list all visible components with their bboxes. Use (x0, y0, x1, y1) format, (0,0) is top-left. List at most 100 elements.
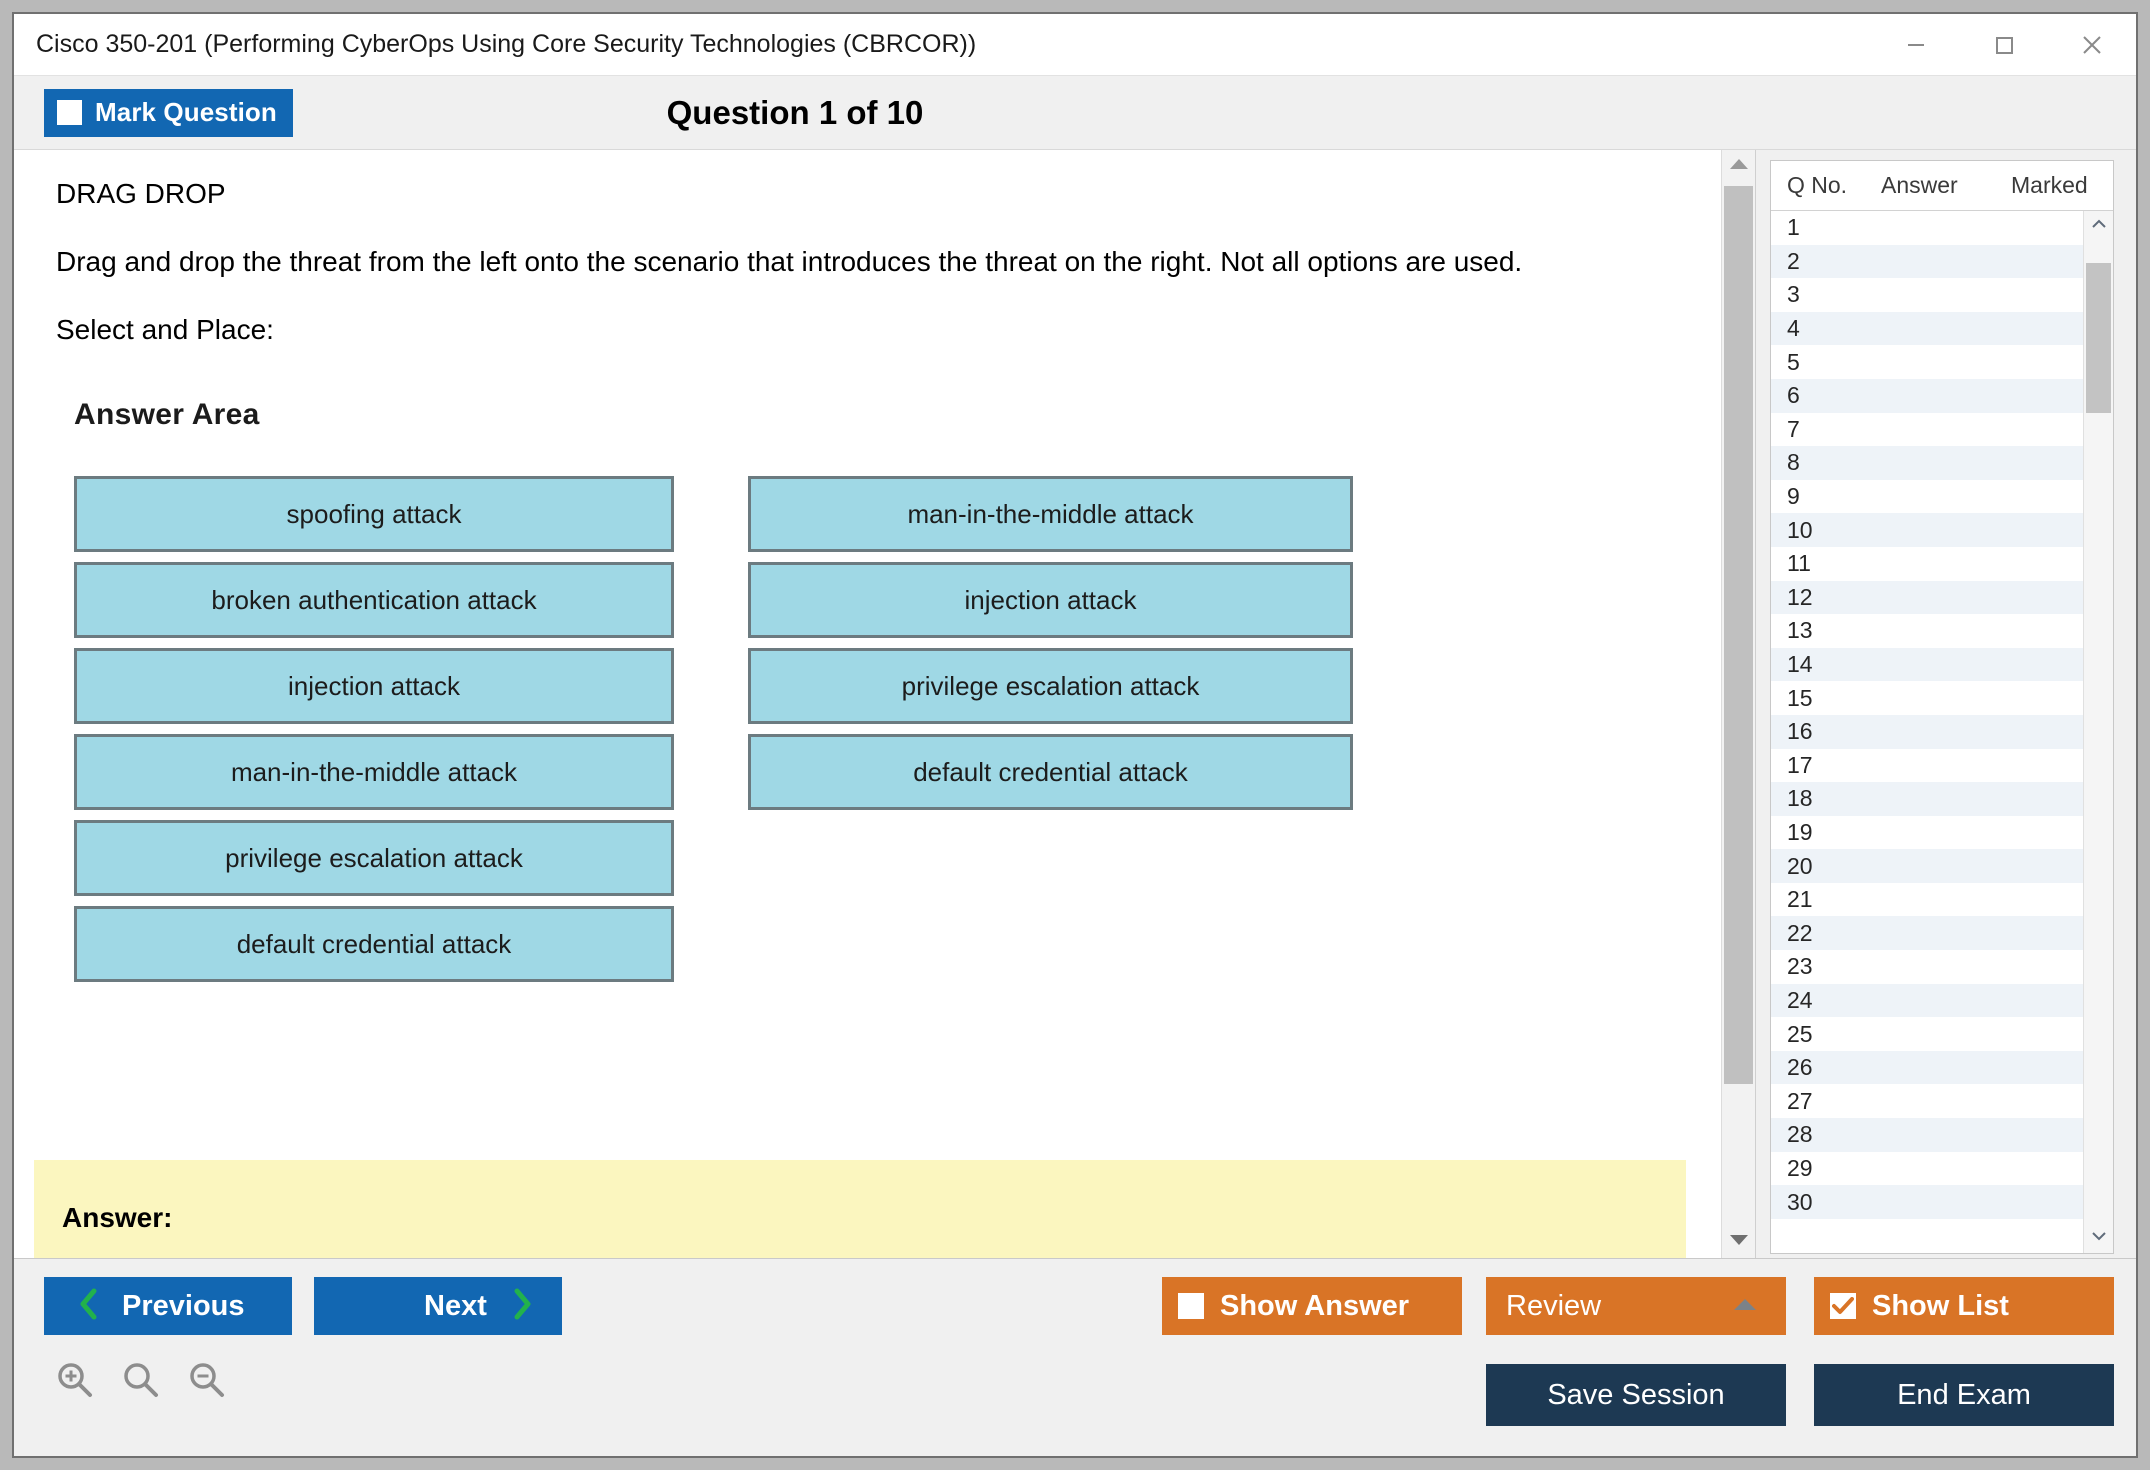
question-list-row[interactable]: 10 (1771, 513, 2083, 547)
row-question-number: 20 (1787, 852, 1813, 879)
question-list-row[interactable]: 20 (1771, 849, 2083, 883)
window-controls (1872, 14, 2136, 75)
row-question-number: 7 (1787, 415, 1800, 442)
row-question-number: 13 (1787, 617, 1813, 644)
drag-option[interactable]: injection attack (74, 648, 674, 724)
minimize-icon (1901, 30, 1931, 60)
list-scroll-up-button[interactable] (2084, 211, 2113, 241)
question-list-row[interactable]: 6 (1771, 378, 2083, 413)
drop-target[interactable]: injection attack (748, 562, 1353, 638)
chevron-down-icon (1729, 1233, 1749, 1252)
question-list-row[interactable]: 19 (1771, 815, 2083, 850)
show-answer-button[interactable]: Show Answer (1162, 1277, 1462, 1335)
minimize-button[interactable] (1872, 14, 1960, 75)
question-content: DRAG DROP Drag and drop the threat from … (14, 150, 1721, 1258)
previous-button[interactable]: Previous (44, 1277, 292, 1335)
content-scroll-thumb[interactable] (1724, 186, 1753, 1084)
drag-option[interactable]: spoofing attack (74, 476, 674, 552)
drag-option[interactable]: privilege escalation attack (74, 820, 674, 896)
review-dropdown-button[interactable]: Review (1486, 1277, 1786, 1335)
answer-banner: Answer: (34, 1160, 1686, 1258)
question-list-row[interactable]: 27 (1771, 1084, 2083, 1119)
row-question-number: 28 (1787, 1121, 1813, 1148)
content-scrollbar[interactable] (1721, 150, 1755, 1258)
caret-up-icon (1732, 1296, 1758, 1317)
question-header-bar: Mark Question Question 1 of 10 (14, 76, 2136, 150)
question-list-row[interactable]: 9 (1771, 479, 2083, 514)
next-button[interactable]: Next (314, 1277, 562, 1335)
drag-option[interactable]: broken authentication attack (74, 562, 674, 638)
column-header-qno: Q No. (1787, 172, 1848, 198)
question-list-row[interactable]: 3 (1771, 278, 2083, 312)
drag-option[interactable]: default credential attack (74, 906, 674, 982)
show-list-checkbox[interactable] (1830, 1293, 1856, 1319)
question-list-row[interactable]: 17 (1771, 748, 2083, 783)
end-exam-label: End Exam (1897, 1378, 2031, 1411)
question-instruction: Select and Place: (56, 314, 274, 345)
question-list-row[interactable]: 2 (1771, 244, 2083, 279)
body-row: DRAG DROP Drag and drop the threat from … (14, 150, 2136, 1258)
question-list-row[interactable]: 22 (1771, 916, 2083, 951)
scroll-down-button[interactable] (1722, 1226, 1755, 1258)
zoom-in-icon[interactable] (54, 1359, 96, 1406)
question-list-row[interactable]: 26 (1771, 1050, 2083, 1085)
content-scroll-track[interactable] (1722, 182, 1755, 1226)
drop-target[interactable]: privilege escalation attack (748, 648, 1353, 724)
previous-label: Previous (122, 1289, 245, 1322)
question-list-row[interactable]: 5 (1771, 345, 2083, 379)
question-list-row[interactable]: 14 (1771, 647, 2083, 682)
zoom-icon[interactable] (120, 1359, 162, 1406)
scroll-up-button[interactable] (1722, 150, 1755, 182)
question-list-row[interactable]: 21 (1771, 882, 2083, 917)
row-question-number: 25 (1787, 1020, 1813, 1047)
question-list-header: Q No. Answer Marked (1771, 161, 2113, 211)
row-question-number: 27 (1787, 1087, 1813, 1114)
question-list-scrollbar[interactable] (2083, 211, 2113, 1253)
maximize-button[interactable] (1960, 14, 2048, 75)
zoom-out-icon[interactable] (186, 1359, 228, 1406)
save-session-button[interactable]: Save Session (1486, 1364, 1786, 1426)
question-list-row[interactable]: 7 (1771, 412, 2083, 447)
drop-target[interactable]: man-in-the-middle attack (748, 476, 1353, 552)
show-answer-checkbox[interactable] (1178, 1293, 1204, 1319)
question-list-row[interactable]: 23 (1771, 950, 2083, 984)
question-list-row[interactable]: 29 (1771, 1151, 2083, 1186)
list-scroll-down-button[interactable] (2084, 1223, 2113, 1253)
chevron-up-icon (1729, 157, 1749, 176)
question-list-row[interactable]: 30 (1771, 1185, 2083, 1219)
exam-window: Cisco 350-201 (Performing CyberOps Using… (12, 12, 2138, 1458)
drag-source-column: spoofing attack broken authentication at… (74, 476, 674, 982)
question-list-row[interactable]: 28 (1771, 1118, 2083, 1152)
answer-area-title: Answer Area (74, 398, 260, 431)
question-list-row[interactable]: 12 (1771, 580, 2083, 615)
mark-question-label: Mark Question (95, 97, 277, 127)
question-list-row[interactable]: 18 (1771, 782, 2083, 816)
mark-question-checkbox[interactable] (57, 100, 82, 125)
mark-question-button[interactable]: Mark Question (44, 88, 293, 137)
end-exam-button[interactable]: End Exam (1814, 1364, 2114, 1426)
list-scroll-track[interactable] (2084, 241, 2113, 1223)
row-question-number: 10 (1787, 516, 1813, 543)
show-list-button[interactable]: Show List (1814, 1277, 2114, 1335)
question-list-row[interactable]: 4 (1771, 311, 2083, 346)
close-button[interactable] (2048, 14, 2136, 75)
question-list-row[interactable]: 24 (1771, 983, 2083, 1018)
question-list-row[interactable]: 16 (1771, 714, 2083, 749)
question-content-panel: DRAG DROP Drag and drop the threat from … (14, 150, 1756, 1258)
row-question-number: 5 (1787, 348, 1800, 375)
question-list-row[interactable]: 15 (1771, 681, 2083, 715)
row-question-number: 22 (1787, 919, 1813, 946)
question-list-row[interactable]: 11 (1771, 546, 2083, 581)
drag-option[interactable]: man-in-the-middle attack (74, 734, 674, 810)
question-prompt: Drag and drop the threat from the left o… (56, 246, 1523, 277)
row-question-number: 18 (1787, 785, 1813, 812)
drop-target[interactable]: default credential attack (748, 734, 1353, 810)
list-scroll-thumb[interactable] (2086, 263, 2111, 413)
row-question-number: 14 (1787, 651, 1813, 678)
question-list-row[interactable]: 1 (1771, 211, 2083, 245)
chevron-left-icon (78, 1287, 100, 1326)
question-list-row[interactable]: 13 (1771, 614, 2083, 648)
question-list-row[interactable]: 8 (1771, 446, 2083, 480)
question-list-row[interactable]: 25 (1771, 1017, 2083, 1051)
